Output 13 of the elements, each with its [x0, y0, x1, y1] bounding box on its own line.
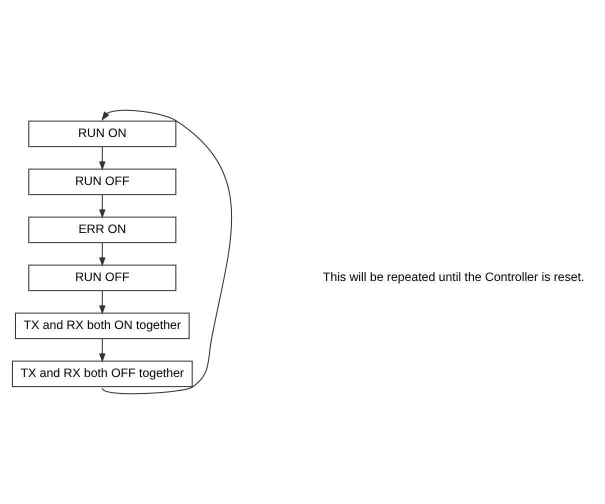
arrow: [99, 242, 106, 267]
label: This will be repeated until the Controller is reset.: [322, 270, 584, 284]
node-box: RUN OFF: [28, 264, 176, 292]
node-box: RUN ON: [28, 120, 176, 148]
arrow: [101, 110, 232, 394]
node-box: TX and RX both OFF together: [12, 360, 193, 388]
arrow: [99, 194, 106, 219]
node-box: TX and RX both ON together: [14, 312, 190, 340]
node-box: ERR ON: [28, 216, 176, 244]
node-box: RUN OFF: [28, 168, 176, 196]
arrow: [99, 146, 106, 171]
arrow: [99, 338, 106, 363]
arrow: [99, 290, 106, 315]
